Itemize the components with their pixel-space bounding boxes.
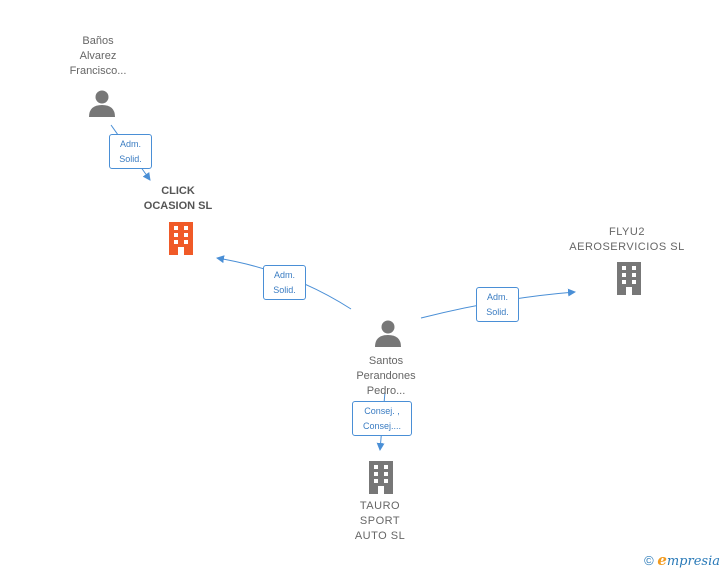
relation-badge[interactable]: Adm. Solid. <box>476 287 519 322</box>
name-line: AEROSERVICIOS SL <box>569 241 685 253</box>
relation-badge[interactable]: Adm. Solid. <box>109 134 152 169</box>
name-line: TAURO <box>359 500 401 512</box>
company-name-label[interactable]: TAURO SPORT AUTO SL <box>330 499 430 544</box>
person-icon[interactable] <box>373 318 403 348</box>
name-line: Pedro... <box>366 385 406 397</box>
brand-initial: e <box>657 551 667 569</box>
company-name-label[interactable]: FLYU2 AEROSERVICIOS SL <box>557 225 697 255</box>
name-line: CLICK <box>161 185 195 197</box>
name-line: SPORT <box>359 515 401 527</box>
person-icon[interactable] <box>87 88 117 118</box>
relation-badge[interactable]: Consej. , Consej.... <box>352 401 412 436</box>
person-name-label[interactable]: Santos Perandones Pedro... <box>336 354 436 399</box>
relation-line: Solid. <box>273 285 296 295</box>
relation-line: Adm. <box>119 139 141 149</box>
relation-line: Consej. , <box>364 406 400 416</box>
company-name-label[interactable]: CLICK OCASION SL <box>118 184 238 214</box>
brand-logo[interactable]: empresia <box>657 551 720 569</box>
brand-rest: mpresia <box>666 554 720 569</box>
building-icon[interactable] <box>165 221 197 255</box>
relation-line: Adm. <box>486 292 508 302</box>
relation-badge[interactable]: Adm. Solid. <box>263 265 306 300</box>
relation-line: Solid. <box>119 154 142 164</box>
name-line: AUTO SL <box>354 530 406 542</box>
relation-line: Solid. <box>486 307 509 317</box>
building-icon[interactable] <box>365 460 397 494</box>
name-line: FLYU2 <box>609 226 645 238</box>
name-line: Perandones <box>356 370 416 382</box>
person-name-label[interactable]: Baños Alvarez Francisco... <box>48 34 148 79</box>
name-line: Santos <box>368 355 404 367</box>
copyright-symbol: © <box>644 553 654 568</box>
relation-line: Adm. <box>273 270 295 280</box>
name-line: Alvarez <box>79 50 117 62</box>
name-line: OCASION SL <box>143 200 213 212</box>
building-icon[interactable] <box>613 261 645 295</box>
relation-line: Consej.... <box>362 421 402 431</box>
name-line: Baños <box>82 35 114 47</box>
copyright-footer: © empresia <box>644 551 720 569</box>
name-line: Francisco... <box>69 65 127 77</box>
